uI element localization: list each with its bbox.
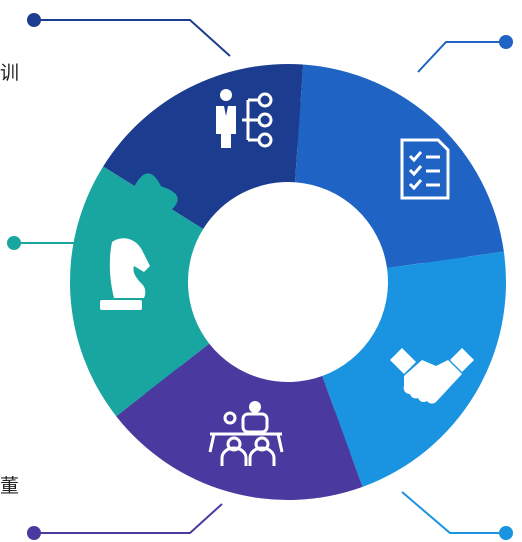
dot-bottom-right xyxy=(499,526,513,540)
handshake-icon xyxy=(390,348,474,404)
dot-bottom-left xyxy=(27,526,41,540)
connector-top-left xyxy=(34,19,231,57)
checklist-document-icon xyxy=(400,138,450,200)
connector-bottom-right xyxy=(401,491,506,534)
segment-bottom xyxy=(116,343,363,500)
dot-top-left xyxy=(27,13,41,27)
meeting-board-icon xyxy=(208,401,284,466)
connector-bottom-left xyxy=(34,503,223,534)
connector-lines xyxy=(14,19,506,534)
org-structure-icon xyxy=(216,89,273,148)
label-top-left-fragment: 训 xyxy=(0,62,20,84)
dot-top-right xyxy=(499,35,513,49)
chess-knight-icon xyxy=(100,238,150,310)
ring-center xyxy=(190,184,386,380)
label-bottom-left-fragment: 董 xyxy=(0,475,20,497)
connector-dots xyxy=(7,13,513,540)
segment-upper-right xyxy=(294,64,504,278)
dot-left xyxy=(7,236,21,250)
connector-top-right xyxy=(417,41,506,73)
